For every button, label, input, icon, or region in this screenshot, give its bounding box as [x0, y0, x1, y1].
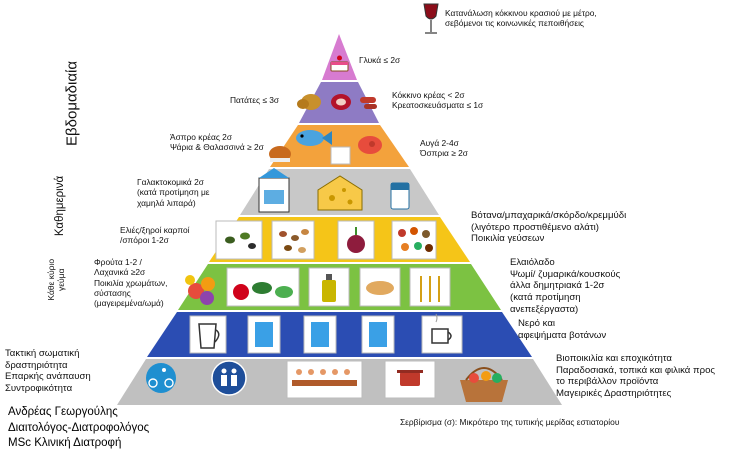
nuts-icon — [279, 229, 309, 253]
red-meat-line: Κόκκινο κρέας < 2σ — [392, 90, 465, 100]
label-seasonal: Βιοποικιλία και εποχικότητα Παραδοσιακά,… — [556, 353, 715, 400]
fruits-icon — [185, 275, 215, 305]
label-fruits: Φρούτα 1-2 / Λαχανικά ≥2σ Ποικιλία χρωμά… — [94, 257, 167, 308]
herbs-line: (λιγότερο προστιθέμενο αλάτι) — [471, 221, 599, 233]
red-meat-line: Κρεατοσκευάσματα ≤ 1σ — [392, 100, 484, 111]
chicken-icon — [269, 146, 291, 162]
oil-line: Ψωμί/ ζυμαρικά/κουσκούς — [510, 268, 621, 280]
author-degree: MSc Κλινική Διατροφή — [8, 437, 122, 450]
eggs-line: Όσπρια ≥ 2σ — [420, 148, 468, 159]
author-title: Διαιτολόγος-Διατροφολόγος — [8, 421, 150, 434]
fruits-line: Φρούτα 1-2 / — [94, 257, 142, 267]
eggs-icon — [330, 146, 351, 165]
sausage-icon — [360, 97, 377, 109]
potato-icon — [297, 94, 321, 110]
author-name: Ανδρέας Γεωργούλης — [8, 406, 118, 418]
bread-icon — [366, 281, 394, 295]
onion-icon — [347, 227, 365, 253]
activity-line: Συντροφικότητα — [5, 383, 73, 395]
fish-icon — [296, 130, 332, 146]
rest-icon — [211, 360, 247, 396]
water-glass-icon — [311, 322, 329, 347]
oil-line: άλλα δημητριακά 1-2σ — [510, 280, 605, 292]
fruits-line: Ποικιλία χρωμάτων, — [94, 277, 168, 288]
herbs-line: Ποικιλία γεύσεων — [471, 233, 545, 245]
pitcher-card — [189, 315, 227, 354]
olives-card — [215, 220, 263, 260]
herbs-line: Βότανα/μπαχαρικά/σκόρδο/κρεμμύδι — [471, 210, 627, 221]
water-line: αφεψήματα βοτάνων — [518, 329, 607, 341]
cooking-pot-icon — [397, 370, 423, 386]
activity-line: δραστηριότητα — [5, 359, 68, 371]
water-glass-icon — [255, 322, 273, 347]
people-dining-icon — [292, 369, 357, 386]
dairy-line: Γαλακτοκομικά 2σ — [137, 177, 204, 187]
side-label-weekly: Εβδομαδιαία — [63, 61, 81, 146]
fruits-line: Λαχανικά ≥2σ — [94, 267, 146, 278]
eggs-line: Αυγά 2-4σ — [420, 138, 459, 148]
fruits-line: σύστασης — [94, 287, 131, 298]
oil-line: Ελαιόλαδο — [510, 257, 555, 268]
author-block: Ανδρέας Γεωργούλης Διαιτολόγος-Διατροφολ… — [8, 405, 149, 452]
olives-icon — [225, 232, 256, 249]
label-oil: Ελαιόλαδο Ψωμί/ ζυμαρικά/κουσκούς άλλα δ… — [510, 257, 620, 316]
label-white-meat: Άσπρο κρέας 2σ Ψάρια & Θαλασσινά ≥ 2σ — [170, 132, 264, 153]
seasonal-line: Παραδοσιακά, τοπικά και φιλικά προς — [556, 364, 716, 376]
oil-line: ανεπεξέργαστα) — [510, 303, 579, 315]
spices-card — [391, 220, 437, 260]
fruits-line: (μαγειρεμένα/ωμά) — [94, 298, 164, 308]
vegetables-icon — [233, 282, 293, 300]
side-label-main-meal: Κάθε κύριο γεύμα — [46, 250, 67, 310]
label-eggs: Αυγά 2-4σ Όσπρια ≥ 2σ — [420, 138, 468, 159]
water-line: Νερό και — [518, 318, 556, 329]
dairy-line: (κατά προτίμηση με — [137, 187, 210, 198]
activity-line: Επαρκής ανάπαυση — [5, 371, 91, 383]
activity-line: Τακτική σωματική — [5, 348, 80, 359]
olive-oil-icon — [322, 274, 336, 302]
footnote: Σερβίρισμα (σ): Μικρότερο της τυπικής με… — [400, 417, 620, 427]
wheat-icon — [420, 276, 440, 302]
olives-line: /σπόροι 1-2σ — [120, 235, 169, 246]
yogurt-icon — [390, 182, 410, 210]
label-dairy: Γαλακτοκομικά 2σ (κατά προτίμηση με χαμη… — [137, 177, 210, 208]
label-water: Νερό και αφεψήματα βοτάνων — [518, 318, 606, 341]
spices-icon — [398, 227, 433, 252]
wine-note-line: Κατανάλωση κόκκινου κρασιού με μέτρο, — [445, 8, 597, 18]
seasonal-line: Μαγειρικές Δραστηριότητες — [556, 388, 672, 400]
cake-icon — [330, 55, 349, 72]
wine-glass-icon — [423, 3, 439, 34]
label-activity: Τακτική σωματική δραστηριότητα Επαρκής α… — [5, 348, 91, 395]
wine-note: Κατανάλωση κόκκινου κρασιού με μέτρο, σε… — [445, 8, 597, 29]
dairy-line: χαμηλά λιπαρά) — [137, 197, 196, 208]
cheese-icon — [317, 175, 363, 211]
olives-line: Ελιές/ξηροί καρποί — [120, 225, 190, 235]
label-sweets: Γλυκά ≤ 2σ — [359, 55, 401, 65]
white-meat-line: Ψάρια & Θαλασσινά ≥ 2σ — [170, 142, 264, 153]
legumes-icon — [358, 136, 382, 154]
label-olives: Ελιές/ξηροί καρποί /σπόροι 1-2σ — [120, 225, 190, 246]
white-meat-line: Άσπρο κρέας 2σ — [170, 132, 233, 142]
oil-line: (κατά προτίμηση — [510, 292, 581, 304]
label-potatoes: Πατάτες ≤ 3σ — [230, 95, 280, 105]
seasonal-line: το περιβάλλον προϊόντα — [556, 376, 659, 388]
water-glass-icon — [369, 322, 387, 347]
tea-cup-icon — [431, 313, 452, 344]
milk-carton-icon — [258, 168, 290, 213]
main-meal-line: γεύμα — [56, 268, 66, 292]
label-red-meat: Κόκκινο κρέας < 2σ Κρεατοσκευάσματα ≤ 1σ — [392, 90, 483, 111]
dining-card — [286, 360, 363, 399]
label-herbs: Βότανα/μπαχαρικά/σκόρδο/κρεμμύδι (λιγότε… — [471, 210, 626, 245]
steak-icon — [331, 94, 351, 110]
seasonal-line: Βιοποικιλία και εποχικότητα — [556, 353, 672, 364]
basket-icon — [460, 367, 508, 402]
wine-note-line: σεβόμενοι τις κοινωνικές πεποιθήσεις — [445, 18, 584, 29]
pitcher-icon — [198, 323, 220, 349]
side-label-daily: Καθημερινά — [54, 175, 66, 237]
cycling-icon — [146, 363, 176, 393]
